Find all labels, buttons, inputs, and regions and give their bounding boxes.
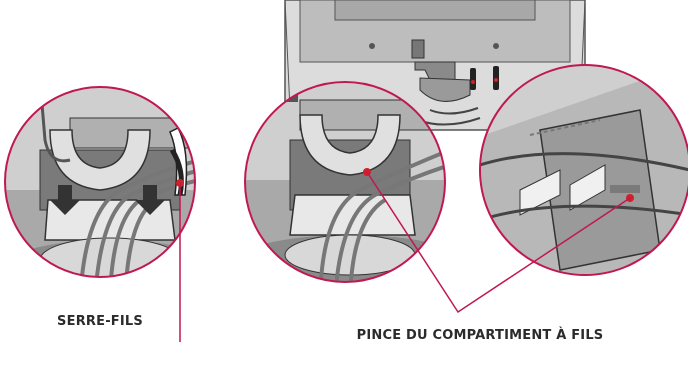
detail-cable-holder bbox=[0, 80, 220, 300]
cable-clip-icon bbox=[470, 68, 476, 90]
label-cable-compartment-clip: PINCE DU COMPARTIMENT À FILS bbox=[330, 328, 630, 344]
label-cable-holder: SERRE-FILS bbox=[30, 314, 170, 330]
